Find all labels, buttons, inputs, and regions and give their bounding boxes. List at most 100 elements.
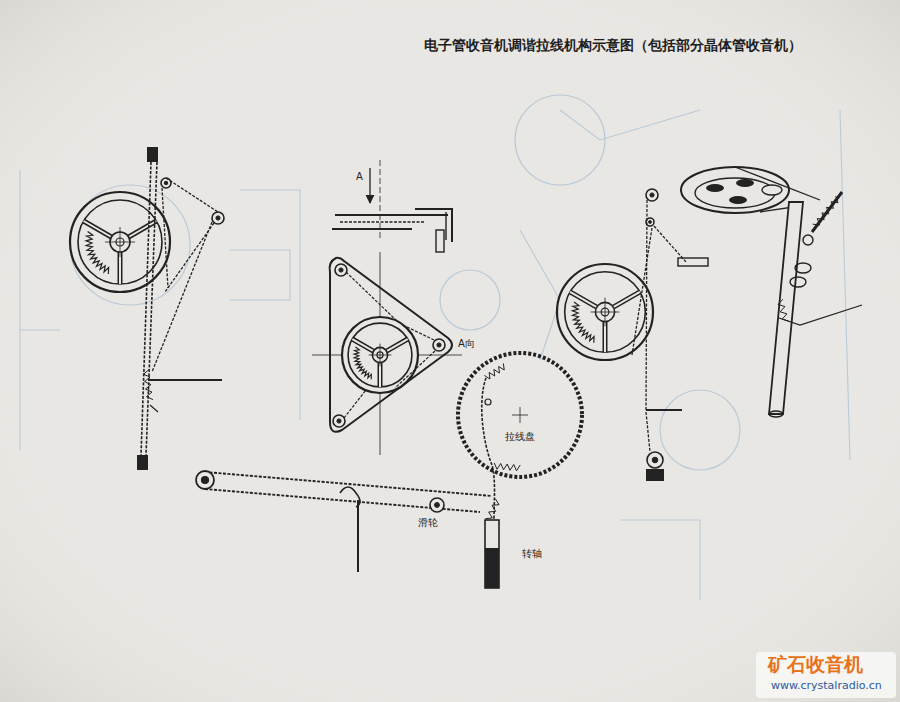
bleed-through [20,95,850,600]
cord-clip [137,455,148,470]
center-line [380,252,381,455]
pulley [762,185,782,195]
tuning-shaft [436,230,444,252]
view-letter: A [356,171,363,183]
dial-cord [152,222,212,372]
dial-cord [165,223,214,292]
tension-spring [813,196,838,225]
dial-cord [344,390,366,418]
center-line [380,160,381,238]
gear-teeth [354,347,371,379]
dial-cord [141,162,151,456]
dial-cord [646,200,647,410]
view-arrow [369,168,370,203]
pointer-hook [150,405,158,412]
pulley [430,498,444,512]
part-name: 滑轮 [418,517,438,529]
pulley-axle [649,221,652,224]
dial-cord [482,378,495,520]
line-drawing [70,147,862,588]
side-plate [332,228,412,230]
wheel-spoke [570,292,597,307]
disc-window [729,196,747,204]
center-mark [380,344,381,367]
dial-cord [146,162,157,456]
dial-cord [166,178,218,212]
pulley-axle [652,457,658,463]
rod-end [769,411,783,417]
wheel-spoke [129,221,157,237]
pulley-axle [437,343,441,347]
drive-rod [769,202,803,414]
wheel-rim [565,272,646,353]
dial-cord [162,188,168,288]
pulley [212,212,224,224]
center-mark [120,227,121,257]
dial-cord [395,351,435,388]
cord-clip [147,147,158,162]
wheel-spoke [352,339,373,351]
bleed-line [240,190,300,420]
tension-spring [485,499,499,519]
tension-spring [778,299,789,321]
side-plate [335,214,448,216]
bracket [445,212,446,240]
tuning-shaft [485,548,499,588]
gear-teeth [572,302,594,343]
side-plate [340,221,425,223]
bleed-line [560,110,700,140]
pulley [433,339,445,351]
wheel-spoke [84,221,112,237]
dial-pointer [357,500,359,572]
dial-cord [205,489,480,512]
pulley-axle [339,268,343,272]
wheel-rim [348,323,412,387]
wheel-spoke [387,339,408,351]
pulley-axle [650,193,654,197]
dial-pointer [646,409,682,411]
wheel-spoke [129,221,157,237]
wheel-spoke [613,292,640,307]
bleed-circle [440,270,500,330]
small-gear [790,277,806,287]
bleed-circle [515,95,605,185]
cord-disc [681,167,789,213]
dial-cord [405,326,434,340]
center-mark [520,407,521,423]
wheel-spoke [352,339,373,351]
bleed-line [20,329,60,330]
watermark: 矿石收音机 [768,654,863,676]
watermark-ground [756,652,896,698]
pointer-wire [779,305,862,325]
part-name: 拉线盘 [505,431,535,443]
dial-wheel [557,264,653,360]
wheel-spoke [387,339,408,351]
disc-window [706,184,724,192]
cord-clip [646,469,664,481]
pulley-axle [164,181,168,185]
view-label: A向 [458,338,475,350]
spring-shaft [812,192,842,232]
dial-cord [632,228,652,355]
tuning-shaft [485,520,499,588]
pulley [196,471,214,489]
small-gear [795,263,811,273]
pulley-axle [435,503,440,508]
pulley-axle [216,216,220,220]
center-line [312,355,462,356]
dial-cord [646,412,650,452]
pulley-axle [202,477,209,484]
pointer-bracket [678,258,708,266]
bleed-line [19,170,20,450]
pulley [646,189,658,201]
diagram-title: 电子管收音机调谐拉线机构示意图（包括部分晶体管收音机） [424,37,802,53]
gear-teeth [86,231,109,273]
bleed-line [620,520,700,600]
tension-spring [484,363,504,379]
pulley [161,178,171,188]
disc-window [736,179,754,187]
cord-knot [485,399,491,405]
